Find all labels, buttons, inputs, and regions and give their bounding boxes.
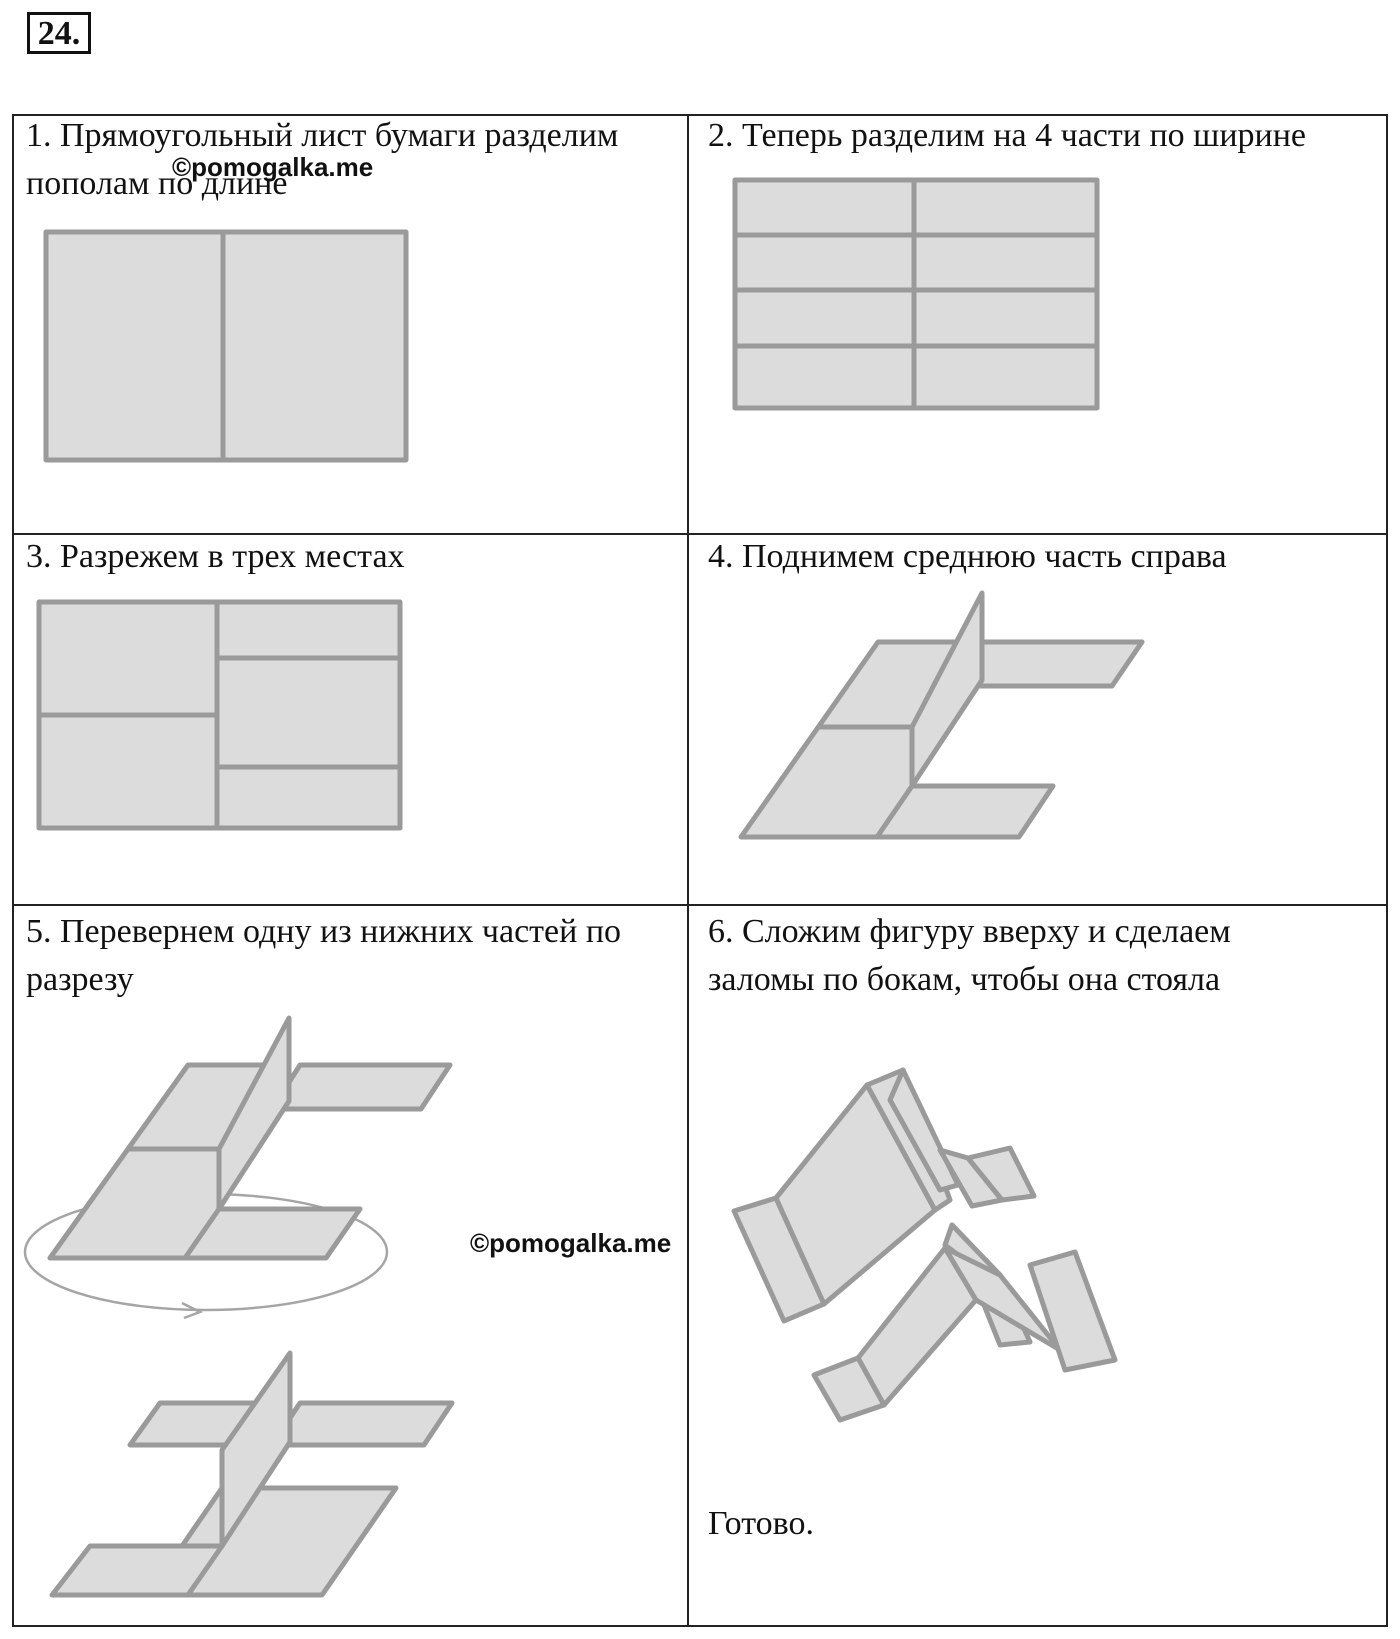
watermark: ©pomogalka.me <box>470 1228 672 1258</box>
step-6-text: 6. Сложим фигуру вверху и сделаем заломы… <box>708 913 1231 998</box>
table-row-divider <box>12 533 1388 535</box>
problem-number: 24. <box>27 12 91 54</box>
step-4-text: 4. Поднимем среднюю часть справа <box>708 538 1227 575</box>
instruction-table <box>12 114 1388 1627</box>
step-3-text: 3. Разрежем в трех местах <box>26 538 405 575</box>
table-column-divider <box>687 114 689 1627</box>
watermark: ©pomogalka.me <box>172 152 374 182</box>
done-text: Готово. <box>708 1505 814 1542</box>
step-1-text: 1. Прямоугольный лист бумаги разделим по… <box>26 117 619 202</box>
table-row-divider <box>12 904 1388 906</box>
step-5-text: 5. Перевернем одну из нижних частей по р… <box>26 913 622 998</box>
step-2-text: 2. Теперь разделим на 4 части по ширине <box>708 117 1307 154</box>
